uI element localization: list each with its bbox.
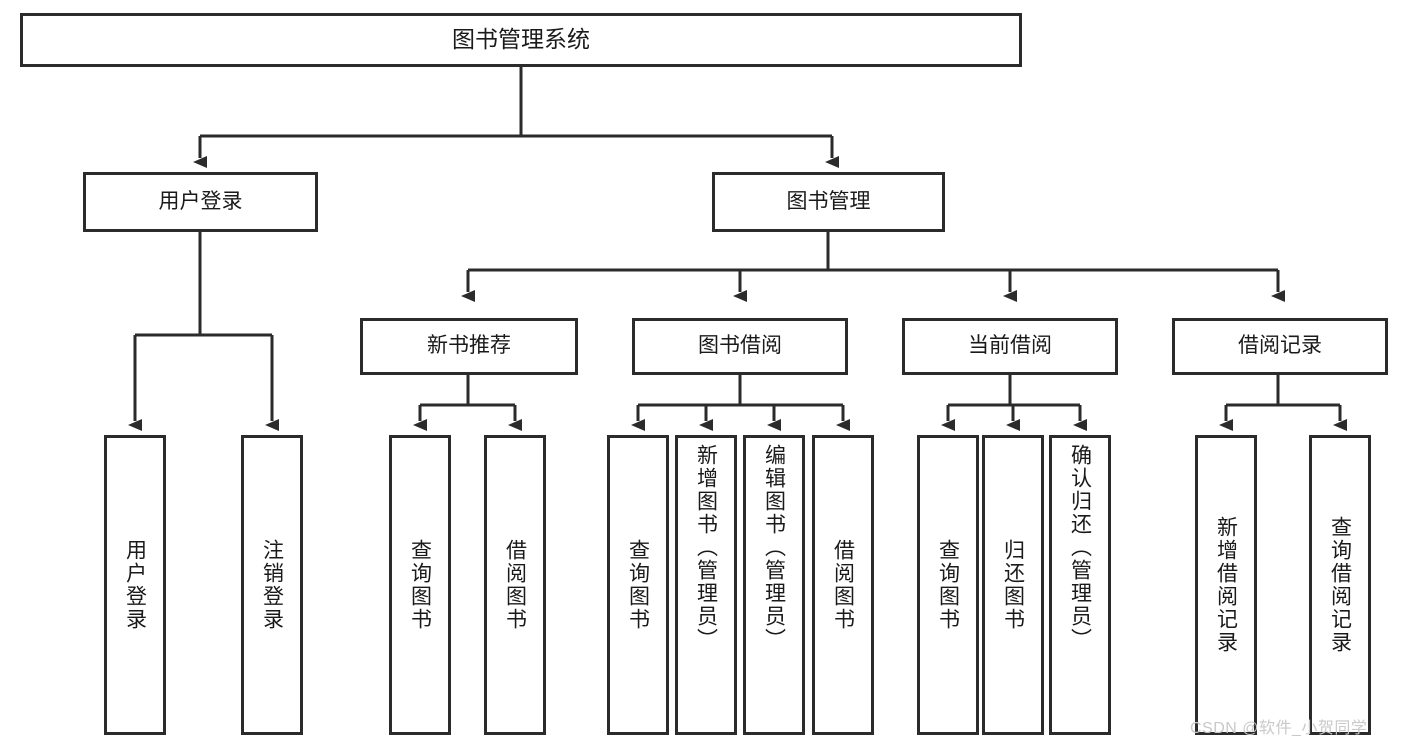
leaf-label: 查询图书	[936, 539, 960, 631]
leaf-label: 注销登录	[260, 539, 284, 631]
leaf-user-login-login[interactable]: 用户登录	[104, 435, 166, 735]
node-new-book-recommendation[interactable]: 新书推荐	[360, 318, 578, 375]
csdn-watermark: CSDN @软件_小贺同学	[1190, 720, 1368, 737]
node-label: 图书管理系统	[452, 26, 590, 53]
leaf-user-login-logout[interactable]: 注销登录	[241, 435, 303, 735]
leaf-label: 归还图书	[1001, 539, 1025, 631]
leaf-borrow-record-add[interactable]: 新增借阅记录	[1195, 435, 1257, 735]
node-label: 图书管理	[786, 189, 871, 213]
leaf-label: 编辑图书（管理员）	[762, 444, 786, 651]
leaf-book-borrow-add-admin[interactable]: 新增图书（管理员）	[675, 435, 737, 735]
leaf-book-borrow-query[interactable]: 查询图书	[607, 435, 669, 735]
leaf-label: 确认归还（管理员）	[1068, 444, 1092, 651]
leaf-borrow-record-query[interactable]: 查询借阅记录	[1309, 435, 1371, 735]
node-label: 当前借阅	[968, 334, 1052, 358]
node-label: 用户登录	[158, 189, 243, 213]
node-user-login[interactable]: 用户登录	[83, 172, 318, 232]
leaf-new-book-borrow[interactable]: 借阅图书	[484, 435, 546, 735]
node-borrowing-record[interactable]: 借阅记录	[1172, 318, 1388, 375]
leaf-current-borrow-confirm-return-admin[interactable]: 确认归还（管理员）	[1049, 435, 1111, 735]
leaf-label: 新增借阅记录	[1214, 516, 1238, 654]
node-root-book-management-system[interactable]: 图书管理系统	[20, 13, 1022, 67]
node-label: 图书借阅	[698, 334, 782, 358]
leaf-label: 查询图书	[408, 539, 432, 631]
leaf-label: 新增图书（管理员）	[694, 444, 718, 651]
leaf-label: 查询借阅记录	[1328, 516, 1352, 654]
leaf-new-book-query[interactable]: 查询图书	[389, 435, 451, 735]
node-book-borrowing[interactable]: 图书借阅	[632, 318, 848, 375]
leaf-label: 借阅图书	[503, 539, 527, 631]
leaf-label: 用户登录	[123, 539, 147, 631]
leaf-current-borrow-query[interactable]: 查询图书	[917, 435, 979, 735]
leaf-book-borrow-borrow[interactable]: 借阅图书	[812, 435, 874, 735]
leaf-label: 借阅图书	[831, 539, 855, 631]
node-label: 新书推荐	[427, 334, 511, 358]
leaf-book-borrow-edit-admin[interactable]: 编辑图书（管理员）	[743, 435, 805, 735]
node-current-borrowing[interactable]: 当前借阅	[902, 318, 1118, 375]
leaf-current-borrow-return[interactable]: 归还图书	[982, 435, 1044, 735]
leaf-label: 查询图书	[626, 539, 650, 631]
node-book-management[interactable]: 图书管理	[712, 172, 945, 232]
node-label: 借阅记录	[1238, 334, 1322, 358]
